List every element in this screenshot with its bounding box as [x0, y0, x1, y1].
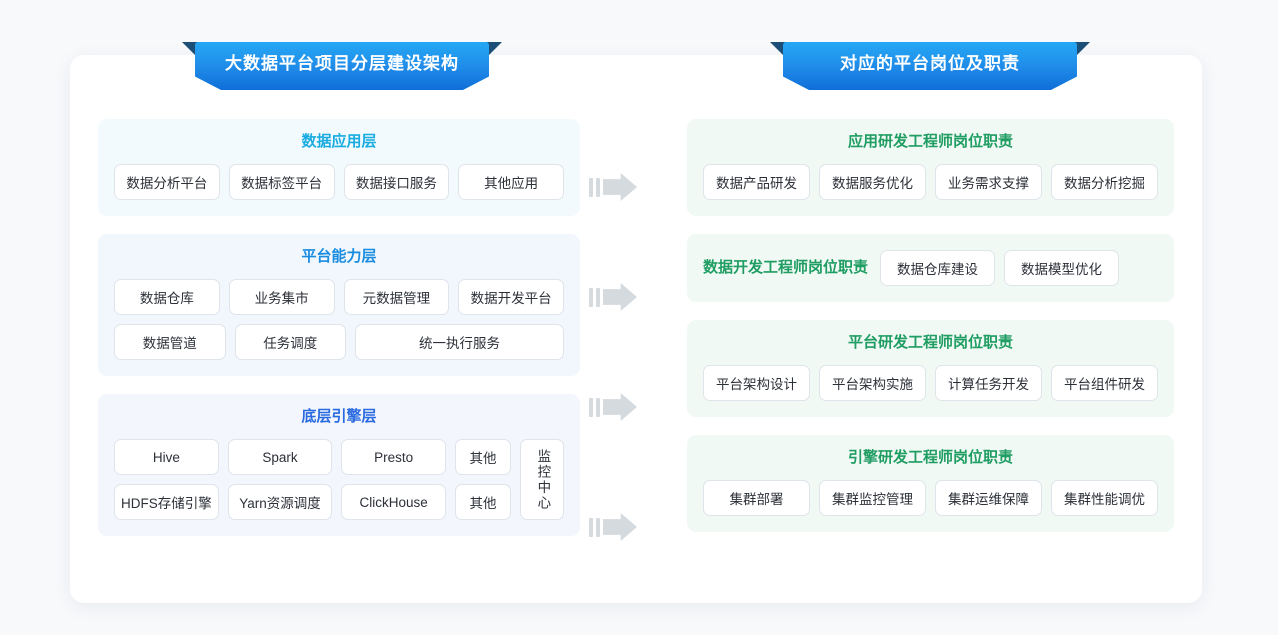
panel-application-engineer-duties: 应用研发工程师岗位职责 数据产品研发 数据服务优化 业务需求支撑 数据分析挖掘 [687, 119, 1174, 216]
chip-item[interactable]: 数据接口服务 [343, 164, 450, 200]
chip-item[interactable]: 数据管道 [114, 324, 226, 360]
chip-row: 集群部署 集群监控管理 集群运维保障 集群性能调优 [703, 480, 1158, 516]
panel-underlying-engine-layer: 底层引擎层 Hive Spark Presto 其他 HDFS存储引擎 Yarn… [98, 394, 580, 536]
architecture-column: 数据应用层 数据分析平台 数据标签平台 数据接口服务 其他应用 平台能力层 数据… [98, 119, 580, 536]
chip-item[interactable]: ClickHouse [341, 484, 446, 520]
chip-item[interactable]: 数据标签平台 [228, 164, 335, 200]
architecture-card: 大数据平台项目分层建设架构 对应的平台岗位及职责 数据应用层 数据分析平台 数据… [70, 42, 1202, 603]
chip-item[interactable]: 集群监控管理 [819, 480, 926, 516]
arrow-right-icon [603, 513, 637, 541]
chip-item[interactable]: 统一执行服务 [355, 324, 564, 360]
chip-item[interactable]: 平台组件研发 [1051, 365, 1158, 401]
arrow-bar-icon [596, 287, 600, 307]
arrow-bar-icon [589, 287, 593, 307]
chip-item[interactable]: 集群部署 [703, 480, 810, 516]
arrow-bar-icon [589, 177, 593, 197]
banner-left: 大数据平台项目分层建设架构 [182, 42, 502, 90]
roles-column: 应用研发工程师岗位职责 数据产品研发 数据服务优化 业务需求支撑 数据分析挖掘 … [687, 119, 1174, 532]
chip-row: 数据分析平台 数据标签平台 数据接口服务 其他应用 [114, 164, 564, 200]
arrow-bar-icon [596, 177, 600, 197]
panel-title: 平台能力层 [301, 248, 377, 265]
chip-item[interactable]: 数据仓库 [114, 279, 220, 315]
arrow-bar-icon [589, 517, 593, 537]
engine-body: Hive Spark Presto 其他 HDFS存储引擎 Yarn资源调度 C… [114, 439, 564, 520]
chip-item[interactable]: 业务集市 [228, 279, 335, 315]
ribbon-left-body: 大数据平台项目分层建设架构 [195, 42, 489, 90]
chip-item[interactable]: 数据服务优化 [819, 164, 926, 200]
chip-item[interactable]: 数据分析平台 [114, 164, 220, 200]
panel-title: 数据应用层 [301, 133, 377, 150]
chip-item[interactable]: 数据仓库建设 [880, 250, 996, 286]
chip-item[interactable]: Hive [114, 439, 219, 475]
arrow-bar-icon [596, 397, 600, 417]
chip-item[interactable]: HDFS存储引擎 [114, 484, 219, 520]
panel-title: 平台研发工程师岗位职责 [847, 334, 1013, 351]
panel-engine-engineer-duties: 引擎研发工程师岗位职责 集群部署 集群监控管理 集群运维保障 集群性能调优 [687, 435, 1174, 532]
engine-grid: Hive Spark Presto 其他 HDFS存储引擎 Yarn资源调度 C… [114, 439, 512, 520]
ribbon-right-body: 对应的平台岗位及职责 [783, 42, 1077, 90]
panel-title: 数据开发工程师岗位职责 [703, 259, 869, 276]
banner-left-label: 大数据平台项目分层建设架构 [225, 53, 459, 73]
chip-item[interactable]: 计算任务开发 [935, 365, 1042, 401]
chip-row: 平台架构设计 平台架构实施 计算任务开发 平台组件研发 [703, 365, 1158, 401]
arrow-right-icon [603, 283, 637, 311]
chip-item[interactable]: 其他应用 [458, 164, 564, 200]
chip-row: 数据产品研发 数据服务优化 业务需求支撑 数据分析挖掘 [703, 164, 1158, 200]
panel-data-engineer-duties: 数据开发工程师岗位职责 数据仓库建设 数据模型优化 [687, 234, 1174, 302]
chip-row: 数据仓库建设 数据模型优化 [880, 250, 1158, 286]
arrow-right-icon [603, 393, 637, 421]
chip-item[interactable]: 集群运维保障 [935, 480, 1042, 516]
panel-title: 应用研发工程师岗位职责 [847, 133, 1013, 150]
chip-item[interactable]: Spark [227, 439, 333, 475]
panel-title: 引擎研发工程师岗位职责 [847, 449, 1013, 466]
chip-row: HDFS存储引擎 Yarn资源调度 ClickHouse 其他 [114, 484, 511, 520]
arrow-bar-icon [596, 517, 600, 537]
panel-platform-capability-layer: 平台能力层 数据仓库 业务集市 元数据管理 数据开发平台 数据管道 任务调度 统… [98, 234, 580, 376]
arrow-application-layer [589, 172, 641, 202]
chip-item[interactable]: 其他 [455, 484, 511, 520]
chip-row: 数据管道 任务调度 统一执行服务 [114, 324, 564, 360]
arrow-bar-icon [589, 397, 593, 417]
panel-data-application-layer: 数据应用层 数据分析平台 数据标签平台 数据接口服务 其他应用 [98, 119, 580, 216]
chip-row: Hive Spark Presto 其他 [114, 439, 512, 475]
chip-item[interactable]: Yarn资源调度 [227, 484, 333, 520]
chip-item[interactable]: 其他 [455, 439, 512, 475]
chip-item[interactable]: 数据开发平台 [458, 279, 564, 315]
chip-row: 数据仓库 业务集市 元数据管理 数据开发平台 [114, 279, 564, 315]
chip-item[interactable]: 数据产品研发 [703, 164, 810, 200]
panel-platform-engineer-duties: 平台研发工程师岗位职责 平台架构设计 平台架构实施 计算任务开发 平台组件研发 [687, 320, 1174, 417]
chip-item[interactable]: 集群性能调优 [1051, 480, 1158, 516]
panel-title: 底层引擎层 [301, 408, 377, 425]
chip-item[interactable]: 业务需求支撑 [935, 164, 1042, 200]
chip-item[interactable]: 数据分析挖掘 [1051, 164, 1158, 200]
arrow-platform-layer [589, 282, 641, 312]
arrow-engine-layer-1 [589, 392, 641, 422]
chip-item[interactable]: 元数据管理 [343, 279, 450, 315]
chip-item[interactable]: 数据模型优化 [1004, 250, 1120, 286]
banner-right: 对应的平台岗位及职责 [770, 42, 1090, 90]
chip-item[interactable]: 任务调度 [234, 324, 346, 360]
arrow-engine-layer-2 [589, 512, 641, 542]
chip-item[interactable]: 平台架构设计 [703, 365, 810, 401]
chip-item[interactable]: Presto [341, 439, 447, 475]
chip-monitor-center[interactable]: 监控中心 [520, 439, 564, 520]
banner-right-label: 对应的平台岗位及职责 [840, 53, 1020, 73]
arrow-right-icon [603, 173, 637, 201]
chip-item[interactable]: 平台架构实施 [819, 365, 926, 401]
